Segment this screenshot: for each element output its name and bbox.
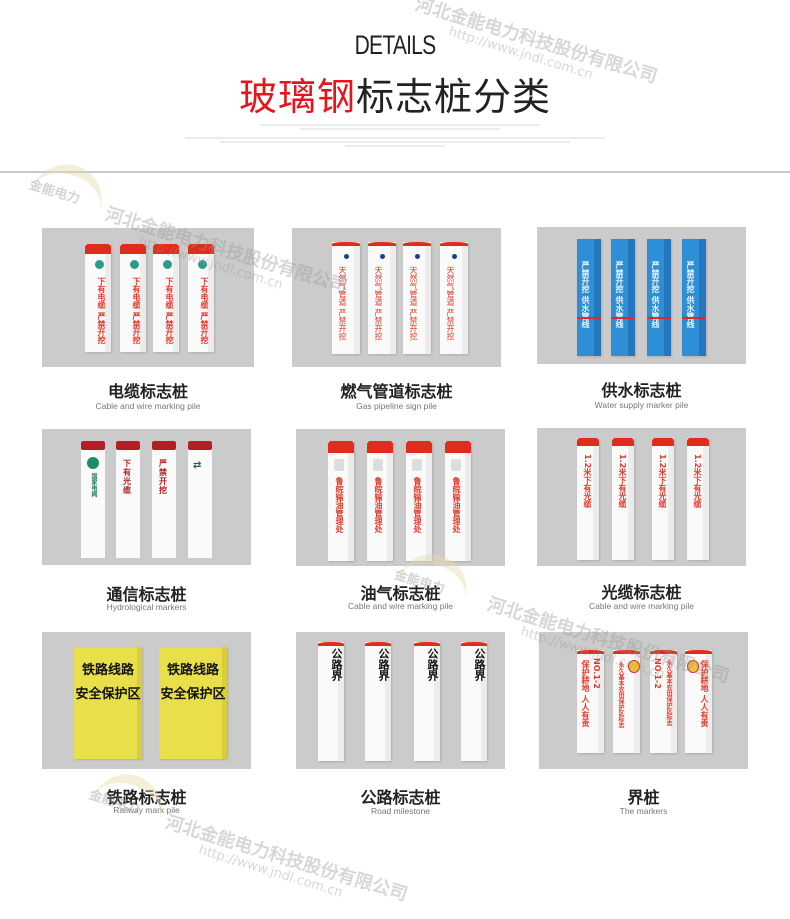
marker-post: 公路界 (318, 642, 344, 761)
marker-post: 永久基本农田保护区标志 (613, 650, 640, 753)
product-title: 光缆标志桩 (601, 583, 682, 602)
product-subtitle: The markers (619, 806, 668, 816)
product-card-optical-cable[interactable]: 1.2米下有光缆 1.2米下有光缆 1.2米下有光缆 1.2米下有光缆 光缆标志… (537, 428, 746, 618)
marker-post: 1.2米下有光缆 (652, 438, 674, 560)
product-subtitle: Gas pipeline sign pile (356, 401, 437, 411)
details-eyebrow: DETAILS (354, 30, 437, 60)
marker-post: 公路界 (461, 642, 487, 761)
marker-post: 鲁皖输油管理处 (406, 441, 432, 561)
product-card-oil-gas[interactable]: 鲁皖输油管理处 鲁皖输油管理处 鲁皖输油管理处 鲁皖输油管理处 油气标志桩 Ca… (296, 429, 505, 619)
product-subtitle: Cable and wire marking pile (348, 601, 453, 611)
product-title: 铁路标志桩 (106, 788, 187, 807)
product-title: 界桩 (627, 788, 660, 807)
page-header: DETAILS 玻璃钢标志桩分类 (0, 0, 790, 180)
marker-post: 国家电网 (81, 441, 105, 558)
marker-post: 严禁开挖 供水管线 (611, 239, 635, 356)
fine-print-line (345, 145, 445, 147)
marker-post: 严禁开挖 (152, 441, 176, 558)
marker-post: 1.2米下有光缆 (577, 438, 599, 560)
product-card-water-supply[interactable]: 严禁开挖 供水管线 严禁开挖 供水管线 严禁开挖 供水管线 严禁开挖 供水管线 … (537, 227, 746, 417)
product-image: 1.2米下有光缆 1.2米下有光缆 1.2米下有光缆 1.2米下有光缆 (537, 428, 746, 566)
fine-print-line (300, 128, 500, 130)
product-subtitle: Cable and wire marking pile (95, 401, 201, 411)
marker-post: 严禁开挖 供水管线 (682, 239, 706, 356)
header-divider (0, 171, 790, 173)
product-card-telecom[interactable]: 国家电网 下有光缆 严禁开挖 ⇄ 通信标志桩 Hydrological mark… (42, 429, 251, 619)
product-image: 国家电网 下有光缆 严禁开挖 ⇄ (42, 429, 251, 565)
product-subtitle: Water supply marker pile (594, 400, 689, 410)
fine-print-line (220, 141, 570, 143)
product-card-railway[interactable]: 铁路线路 安全保护区 铁路线路 安全保护区 铁路标志桩 Railway mark… (42, 632, 251, 822)
marker-post: 下有电缆 严禁开挖 (153, 244, 179, 352)
product-image: 下有电缆 严禁开挖 下有电缆 严禁开挖 下有电缆 严禁开挖 下有电缆 严禁开挖 (42, 228, 254, 367)
marker-post: ⇄ (188, 441, 212, 558)
marker-post: 天然气管道 严禁开挖 (332, 242, 360, 354)
marker-post: 下有电缆 严禁开挖 (188, 244, 214, 352)
product-card-road[interactable]: 公路界 公路界 公路界 公路界 公路标志桩 Road milestone (296, 632, 505, 822)
marker-post: 公路界 (414, 642, 440, 761)
title-red-part: 玻璃钢 (238, 75, 356, 119)
product-card-cable-marker[interactable]: 下有电缆 严禁开挖 下有电缆 严禁开挖 下有电缆 严禁开挖 下有电缆 严禁开挖 … (42, 228, 254, 418)
marker-post: 天然气管道 严禁开挖 (403, 242, 431, 354)
page-title: 玻璃钢标志桩分类 (0, 66, 790, 121)
marker-post: 下有电缆 严禁开挖 (120, 244, 146, 352)
marker-post: 下有电缆 严禁开挖 (85, 244, 111, 352)
product-subtitle: Railway mark pile (113, 805, 180, 815)
marker-post: 天然气管道 严禁开挖 (440, 242, 468, 354)
marker-post: 1.2米下有光缆 (612, 438, 634, 560)
product-subtitle: Road milestone (370, 806, 431, 816)
product-subtitle: Hydrological markers (106, 602, 187, 612)
marker-post: 铁路线路 安全保护区 (74, 647, 142, 759)
product-title: 公路标志桩 (360, 788, 441, 807)
product-title: 燃气管道标志桩 (340, 382, 453, 401)
title-rest-part: 标志桩分类 (356, 75, 552, 119)
product-image: 天然气管道 严禁开挖 天然气管道 严禁开挖 天然气管道 严禁开挖 天然气管道 严… (292, 228, 501, 367)
marker-post: 鲁皖输油管理处 (367, 441, 393, 561)
product-title: 电缆标志桩 (107, 382, 188, 401)
marker-post: 严禁开挖 供水管线 (647, 239, 671, 356)
product-subtitle: Cable and wire marking pile (589, 601, 694, 611)
product-card-gas-pipeline[interactable]: 天然气管道 严禁开挖 天然气管道 严禁开挖 天然气管道 严禁开挖 天然气管道 严… (292, 228, 501, 418)
product-image: 铁路线路 安全保护区 铁路线路 安全保护区 (42, 632, 251, 769)
marker-post: 下有光缆 (116, 441, 140, 558)
product-image: 公路界 公路界 公路界 公路界 (296, 632, 505, 769)
marker-post: 严禁开挖 供水管线 (577, 239, 601, 356)
marker-post: 保护耕地 人人有责 (685, 650, 712, 753)
marker-post: 铁路线路 安全保护区 (159, 647, 227, 759)
marker-post: 鲁皖输油管理处 (445, 441, 471, 561)
product-image: 鲁皖输油管理处 鲁皖输油管理处 鲁皖输油管理处 鲁皖输油管理处 (296, 429, 505, 566)
product-title: 通信标志桩 (106, 585, 187, 604)
marker-post: 1.2米下有光缆 (687, 438, 709, 560)
marker-post: 鲁皖输油管理处 (328, 441, 354, 561)
product-image: 严禁开挖 供水管线 严禁开挖 供水管线 严禁开挖 供水管线 严禁开挖 供水管线 (537, 227, 746, 364)
product-title: 油气标志桩 (360, 584, 441, 603)
marker-post: 公路界 (365, 642, 391, 761)
fine-print-line (185, 137, 605, 139)
fine-print-line (260, 124, 540, 126)
marker-post: 天然气管道 严禁开挖 (368, 242, 396, 354)
product-title: 供水标志桩 (601, 381, 682, 400)
